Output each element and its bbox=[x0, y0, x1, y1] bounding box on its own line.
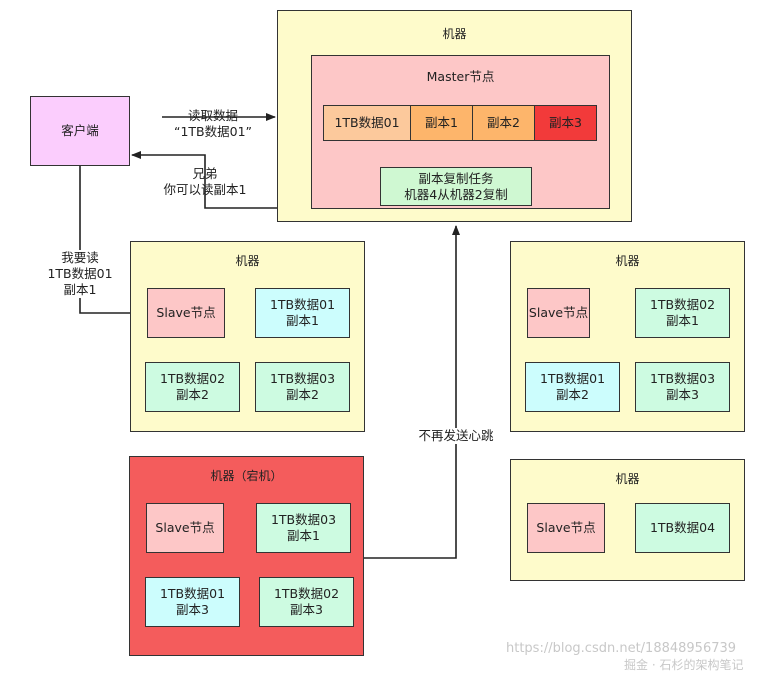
edge-label-client-to-slave: 我要读 1TB数据01 副本1 bbox=[36, 250, 124, 298]
replica-block: 1TB数据03 副本3 bbox=[635, 362, 730, 412]
master-cell-replica3: 副本3 bbox=[534, 105, 597, 141]
replica-block: 1TB数据04 bbox=[635, 503, 730, 553]
slave-node: Slave节点 bbox=[146, 503, 224, 553]
arrow-client-to-slave bbox=[79, 166, 146, 317]
edge-label-heartbeat: 不再发送心跳 bbox=[404, 428, 508, 444]
replica-block: 1TB数据03 副本2 bbox=[255, 362, 350, 412]
replica-block: 1TB数据02 副本2 bbox=[145, 362, 240, 412]
watermark-author: 掘金 · 石杉的架构笔记 bbox=[624, 658, 744, 672]
master-cell-replica2: 副本2 bbox=[472, 105, 535, 141]
client-box: 客户端 bbox=[30, 96, 130, 166]
machine-title: 机器 bbox=[615, 254, 640, 268]
edge-label-read-request: 读取数据 “1TB数据01” bbox=[173, 108, 253, 139]
master-node-title: Master节点 bbox=[426, 69, 495, 84]
machine-a: 机器 Slave节点 1TB数据01 副本1 1TB数据02 副本2 1TB数据… bbox=[130, 241, 365, 432]
replication-task: 副本复制任务 机器4从机器2复制 bbox=[380, 167, 532, 206]
replica-block: 1TB数据01 副本3 bbox=[145, 577, 240, 627]
machine-title: 机器 bbox=[615, 472, 640, 486]
arrow-heartbeat bbox=[362, 225, 460, 559]
replica-block: 1TB数据03 副本1 bbox=[256, 503, 351, 553]
machine-title: 机器 bbox=[442, 27, 467, 41]
machine-b: 机器 Slave节点 1TB数据02 副本1 1TB数据01 副本2 1TB数据… bbox=[510, 241, 745, 432]
machine-title: 机器 bbox=[235, 254, 260, 268]
machine-c: 机器 Slave节点 1TB数据04 bbox=[510, 459, 745, 581]
slave-node: Slave节点 bbox=[147, 288, 225, 338]
master-cell-replica1: 副本1 bbox=[410, 105, 473, 141]
machine-title: 机器（宕机） bbox=[210, 469, 283, 483]
watermark-url: https://blog.csdn.net/18848956739 bbox=[506, 641, 737, 656]
edge-label-reply: 兄弟 你可以读副本1 bbox=[163, 166, 247, 197]
machine-down: 机器（宕机） Slave节点 1TB数据03 副本1 1TB数据01 副本3 1… bbox=[129, 456, 364, 656]
master-cell-data01: 1TB数据01 bbox=[323, 105, 411, 141]
machine-master: 机器 Master节点 1TB数据01 副本1 副本2 副本3 副本复制任务 机… bbox=[277, 10, 632, 222]
replica-block: 1TB数据01 副本2 bbox=[525, 362, 620, 412]
master-node: Master节点 1TB数据01 副本1 副本2 副本3 副本复制任务 机器4从… bbox=[311, 55, 610, 209]
client-label: 客户端 bbox=[61, 123, 99, 138]
slave-node: Slave节点 bbox=[527, 503, 605, 553]
replica-block: 1TB数据02 副本1 bbox=[635, 288, 730, 338]
replica-block: 1TB数据02 副本3 bbox=[259, 577, 354, 627]
replica-block: 1TB数据01 副本1 bbox=[255, 288, 350, 338]
slave-node: Slave节点 bbox=[527, 288, 590, 338]
arrow-reply bbox=[131, 151, 278, 209]
